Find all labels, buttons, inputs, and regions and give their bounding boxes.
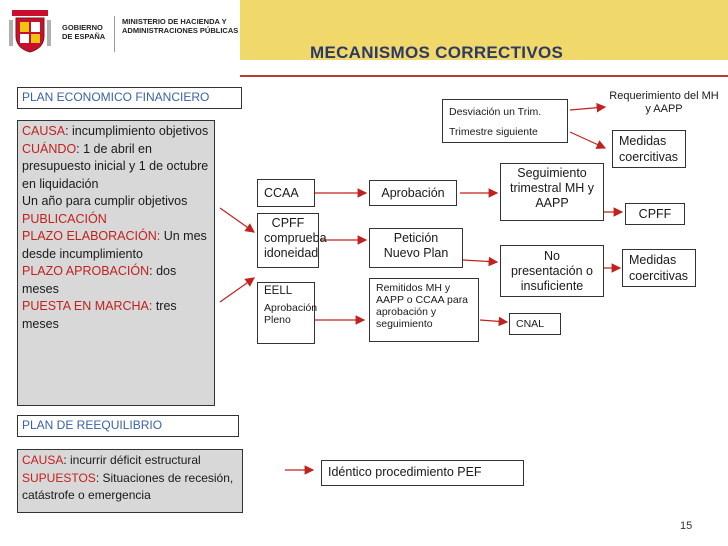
reequilibrio-supuestos-text: : Situaciones de recesión, catástrofe o … [22,470,234,503]
pef-plazo-elab-text: Un mes desde incumplimiento [22,229,207,261]
requerimiento-text: Requerimiento del MH y AAPP [609,90,719,120]
reequilibrio-causa-text: : incurrir déficit estructural [63,453,201,467]
eell-box: EELL Aprobación Pleno [257,282,318,344]
pef-plazo-aprobacion: PLAZO APROBACIÓN: dos meses [22,263,210,298]
identico-procedimiento-box: Idéntico procedimiento PEF [321,460,524,486]
pef-puesta-marcha: PUESTA EN MARCHA: tres meses [22,298,210,333]
remitidos-box: Remitidos MH y AAPP o CCAA para aprobaci… [369,278,479,342]
cpff-box: CPFF [625,203,685,225]
header-divider [114,16,115,52]
cpff-comprueba-box: CPFF comprueba idoneidad [257,213,327,268]
pef-causa-text: : incumplimiento objetivos [65,124,209,138]
pef-plazo-elab-label: PLAZO ELABORACIÓN: [22,229,161,243]
ccaa-box: CCAA [257,179,315,207]
reequilibrio-details-box: CAUSA: incurrir déficit estructural SUPU… [17,449,243,513]
pef-publicacion: PUBLICACIÓN [22,211,107,226]
cnal-box: CNAL [509,313,561,335]
pef-puesta-text: tres meses [22,299,177,331]
eell-label: EELL [264,285,293,297]
reequilibrio-header: PLAN DE REEQUILIBRIO [17,415,239,437]
aprobacion-box: Aprobación [369,180,457,206]
desviacion-box: Desviación un Trim. Trimestre siguiente [442,99,568,143]
pef-cuando-text: : 1 de abril en presupuesto inicial y 1 … [22,141,209,191]
pef-plazo-aprob-text: : dos meses [22,264,177,296]
page-number: 15 [680,520,693,532]
pef-causa: CAUSA: incumplimiento objetivos [22,123,210,141]
pef-anio: Un año para cumplir objetivos [22,194,188,208]
reequilibrio-causa-label: CAUSA [22,453,64,467]
reequilibrio-causa: CAUSA: incurrir déficit estructural [22,452,238,470]
medidas-coercitivas-2-box: Medidas coercitivas [622,249,696,287]
pef-header: PLAN ECONOMICO FINANCIERO [17,87,242,109]
pef-causa-label: CAUSA [22,124,66,138]
coat-of-arms-icon [8,8,52,54]
pef-title: PLAN ECONOMICO FINANCIERO [22,90,210,104]
medidas-coercitivas-1-box: Medidas coercitivas [612,130,686,168]
trimestre-siguiente-label: Trimestre siguiente [449,126,538,138]
reequilibrio-title: PLAN DE REEQUILIBRIO [22,418,163,432]
title-underline [240,75,728,77]
pef-cuando: CUÁNDO: 1 de abril en presupuesto inicia… [22,141,210,194]
desviacion-label: Desviación un Trim. [449,106,542,118]
pef-plazo-elaboracion: PLAZO ELABORACIÓN: Un mes desde incumpli… [22,228,210,263]
reequilibrio-supuestos: SUPUESTOS: Situaciones de recesión, catá… [22,470,238,505]
ministerio-label: MINISTERIO DE HACIENDA Y ADMINISTRACIONE… [122,17,239,35]
seguimiento-box: Seguimiento trimestral MH y AAPP [500,163,604,221]
page-title: MECANISMOS CORRECTIVOS [310,43,564,62]
no-presentacion-box: No presentación o insuficiente [500,245,604,297]
pef-cuando-label: CUÁNDO [22,141,77,156]
gobierno-label: GOBIERNO DE ESPAÑA [62,23,106,41]
pef-details-box: CAUSA: incumplimiento objetivos CUÁNDO: … [17,120,215,406]
aprobacion-pleno-label: Aprobación Pleno [264,302,318,326]
peticion-nuevo-plan-box: Petición Nuevo Plan [369,228,463,268]
pef-puesta-label: PUESTA EN MARCHA: [22,299,153,313]
header-yellow-band [240,0,728,60]
reequilibrio-supuestos-label: SUPUESTOS [22,470,96,485]
pef-plazo-aprob-label: PLAZO APROBACIÓN [22,264,150,278]
